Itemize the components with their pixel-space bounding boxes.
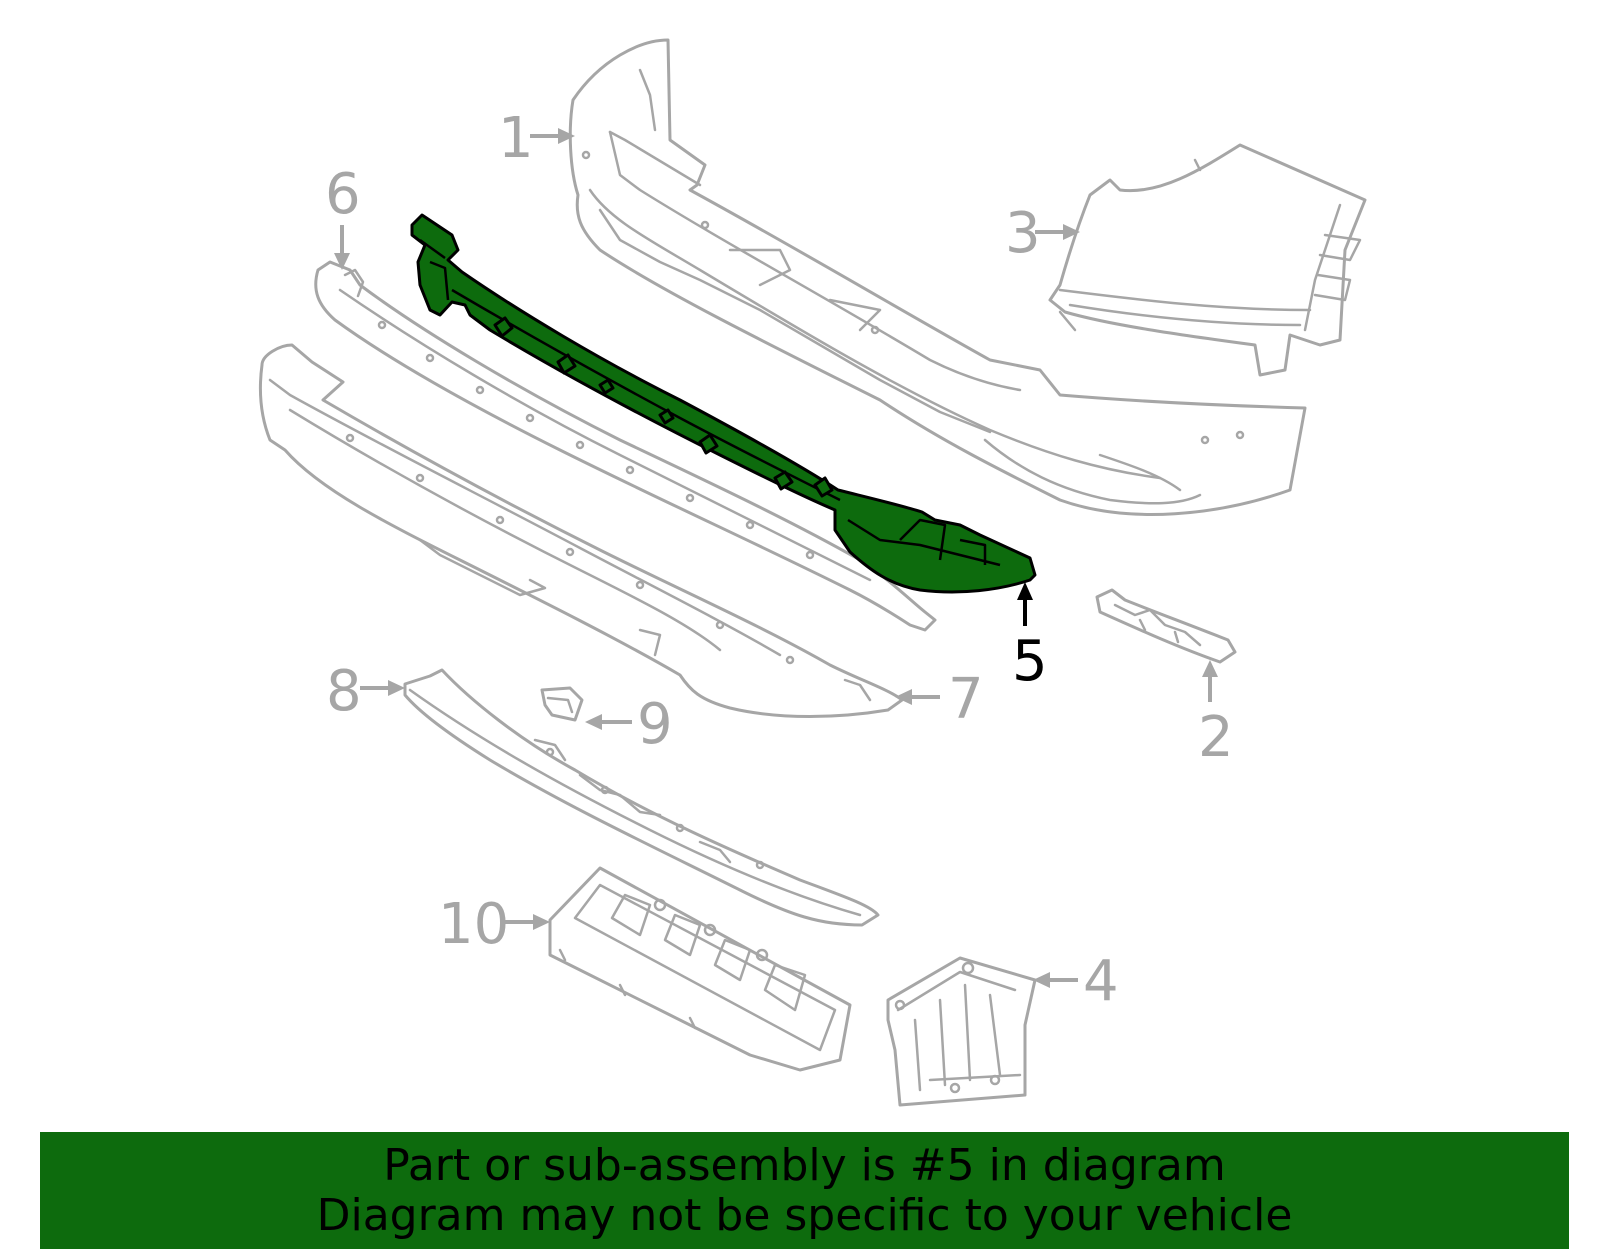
callout-9: 9 — [637, 692, 673, 757]
part-9-clip[interactable] — [540, 686, 584, 722]
callout-arrows — [334, 128, 1218, 988]
part-4-mounting-bracket[interactable] — [886, 956, 1037, 1107]
part-10-skid-plate[interactable] — [548, 866, 852, 1072]
callout-8: 8 — [326, 659, 362, 724]
part-7-lower-valance[interactable] — [258, 343, 904, 718]
part-6-upper-trim-strip[interactable] — [314, 260, 937, 632]
callout-5: 5 — [1012, 629, 1048, 694]
part-3-side-bracket[interactable] — [1048, 143, 1367, 377]
banner-line-2: Diagram may not be specific to your vehi… — [316, 1190, 1293, 1241]
callout-4: 4 — [1083, 949, 1119, 1014]
part-1-bumper-cover[interactable] — [568, 38, 1307, 516]
callout-6: 6 — [325, 162, 361, 227]
callout-1: 1 — [498, 106, 534, 171]
callout-7: 7 — [948, 667, 984, 732]
callout-2: 2 — [1198, 705, 1234, 770]
callout-3: 3 — [1005, 201, 1041, 266]
part-2-bracket[interactable] — [1095, 588, 1237, 664]
part-5-highlighted-trim[interactable] — [410, 213, 1037, 594]
callout-10: 10 — [438, 892, 509, 957]
part-8-lower-reinforcement[interactable] — [403, 668, 880, 927]
info-banner: Part or sub-assembly is #5 in diagram Di… — [40, 1132, 1569, 1249]
banner-line-1: Part or sub-assembly is #5 in diagram — [383, 1140, 1226, 1191]
